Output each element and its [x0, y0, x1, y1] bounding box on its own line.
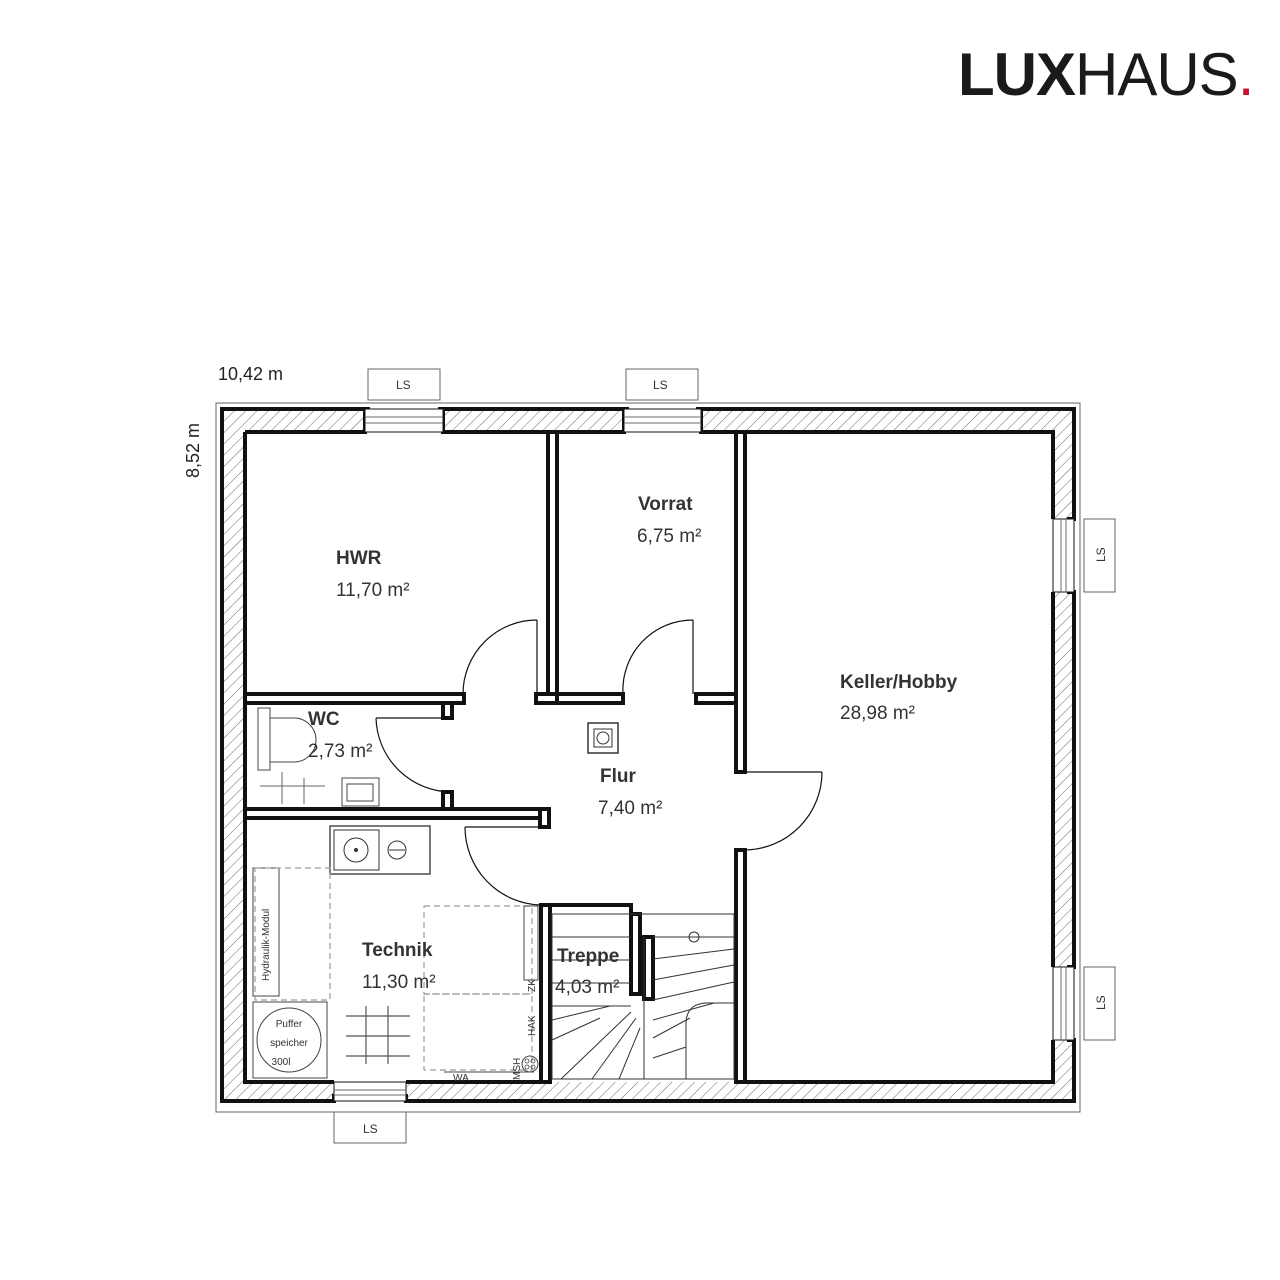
dimension-height: 8,52 m	[183, 423, 203, 478]
door-technik	[464, 826, 541, 906]
wall-vorrat-bottom-right	[694, 692, 738, 705]
window-label: LS	[1094, 547, 1108, 562]
wall-technik-treppe	[539, 903, 552, 1084]
wc-toilet-icon	[257, 707, 317, 771]
equipment-zone-bottom	[423, 993, 533, 1071]
dimension-width: 10,42 m	[218, 364, 283, 384]
equipment-zone-top	[423, 905, 533, 995]
svg-text:speicher: speicher	[270, 1038, 308, 1049]
equipment-zone-left	[254, 867, 331, 1001]
flur-column-icon	[587, 722, 619, 754]
room-name-vorrat: Vorrat	[638, 494, 693, 515]
wall-vorrat-bottom-left	[555, 692, 625, 705]
stair-icon	[551, 913, 735, 1080]
technik-vertical-labels: ZK HAK MSH WA	[444, 905, 539, 1084]
wall-hwr-wc	[243, 692, 466, 705]
wall-treppe-core	[642, 935, 655, 1001]
wall-technik-door-stub	[538, 807, 551, 829]
wall-treppe-inner	[629, 912, 642, 996]
wc-sink-icon	[341, 777, 380, 807]
room-name-treppe: Treppe	[557, 946, 619, 967]
wall-stub-hwr	[534, 692, 559, 705]
wall-wc-door-bottom	[441, 790, 454, 811]
room-area-wc: 2,73 m²	[308, 741, 372, 762]
technik-floor-grid	[346, 1006, 410, 1064]
room-area-flur: 7,40 m²	[598, 798, 662, 819]
window-label: LS	[363, 1122, 378, 1136]
svg-text:Hydraulik-Modul: Hydraulik-Modul	[261, 909, 272, 981]
luxhaus-logo: LUXHAUS.	[958, 41, 1254, 108]
wc-floor-lines	[260, 772, 325, 804]
window-top-middle: LS	[623, 368, 702, 433]
svg-text:300l: 300l	[272, 1057, 291, 1068]
puffer-storage: Puffer speicher 300l	[252, 1001, 328, 1079]
room-name-flur: Flur	[600, 766, 636, 787]
room-area-technik: 11,30 m²	[362, 972, 436, 993]
logo-bold: LUX	[958, 41, 1076, 108]
technik-sink-icon	[329, 825, 431, 875]
wall-wc-technik	[243, 807, 551, 820]
room-area-treppe: 4,03 m²	[555, 977, 619, 998]
window-top-left: LS	[364, 368, 444, 433]
window-right-upper: LS	[1052, 518, 1116, 593]
wall-hwr-vorrat	[546, 430, 559, 696]
window-bottom: LS	[333, 1081, 407, 1144]
hydraulik-module: Hydraulik-Modul	[252, 867, 280, 997]
outer-boundary	[215, 402, 1081, 1113]
svg-text:HAK: HAK	[527, 1015, 538, 1036]
svg-text:MSH: MSH	[512, 1058, 523, 1080]
svg-text:ZK: ZK	[527, 979, 538, 992]
room-area-keller: 28,98 m²	[840, 703, 915, 724]
logo-regular: HAUS	[1075, 41, 1238, 108]
svg-text:WA: WA	[453, 1073, 469, 1084]
wall-vorrat-keller	[734, 430, 747, 774]
window-right-lower: LS	[1052, 966, 1116, 1041]
room-name-hwr: HWR	[336, 548, 382, 569]
door-wc	[375, 717, 453, 793]
door-vorrat	[622, 619, 694, 695]
door-keller	[744, 771, 823, 851]
room-name-keller: Keller/Hobby	[840, 672, 958, 693]
wall-keller-lower	[734, 848, 747, 1084]
window-label: LS	[1094, 995, 1108, 1010]
room-name-technik: Technik	[362, 940, 433, 961]
window-label: LS	[396, 378, 411, 392]
window-label: LS	[653, 378, 668, 392]
room-name-wc: WC	[308, 709, 340, 730]
room-area-hwr: 11,70 m²	[336, 580, 410, 601]
svg-text:LUXHAUS.: LUXHAUS.	[958, 41, 1253, 108]
svg-text:Puffer: Puffer	[276, 1019, 303, 1030]
room-area-vorrat: 6,75 m²	[637, 526, 701, 547]
wall-wc-door-top	[441, 701, 454, 720]
door-hwr	[462, 619, 538, 695]
logo-dot: .	[1238, 41, 1254, 108]
